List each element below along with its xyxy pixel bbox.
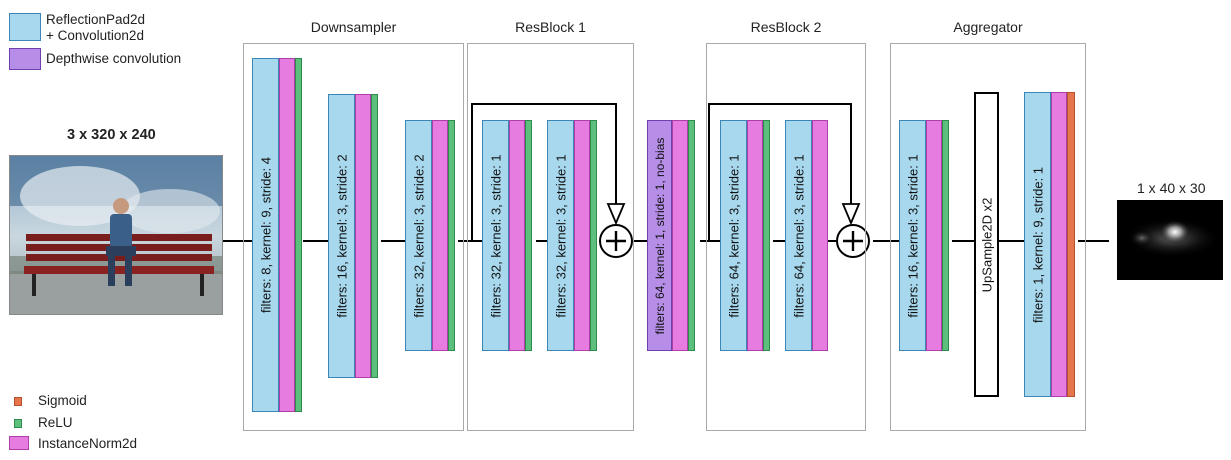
relu-block: [942, 120, 949, 351]
conv-block: filters: 32, kernel: 3, stride: 2: [405, 120, 432, 351]
instancenorm-block: [509, 120, 525, 351]
instancenorm-block: [432, 120, 448, 351]
relu-block: [763, 120, 770, 351]
input-photo: [9, 155, 223, 315]
instancenorm-block: [279, 58, 295, 412]
conv-block: filters: 64, kernel: 3, stride: 1: [720, 120, 747, 351]
legend-instancenorm-swatch: [9, 436, 29, 450]
conv-block: filters: 16, kernel: 3, stride: 1: [899, 120, 926, 351]
conv-block: filters: 32, kernel: 3, stride: 1: [547, 120, 574, 351]
legend-conv-label-line2: + Convolution2d: [46, 28, 144, 43]
output-heatmap-image: [1117, 200, 1223, 280]
depthwise-block: filters: 64, kernel: 1, stride: 1, no-bi…: [647, 120, 672, 351]
layer-d1: filters: 8, kernel: 9, stride: 4: [252, 58, 302, 412]
conv-block: filters: 16, kernel: 3, stride: 2: [328, 94, 355, 378]
group-box-resblock2: [706, 43, 866, 431]
layer-a2-label: filters: 1, kernel: 9, stride: 1: [1030, 166, 1045, 323]
group-title-aggregator: Aggregator: [953, 19, 1023, 35]
layer-r1b-label: filters: 32, kernel: 3, stride: 1: [553, 153, 568, 318]
group-box-resblock1: [467, 43, 634, 431]
layer-d2: filters: 16, kernel: 3, stride: 2: [328, 94, 378, 378]
legend-relu-label: ReLU: [38, 415, 73, 430]
group-box-aggregator: [890, 43, 1086, 431]
layer-r2b-label: filters: 64, kernel: 3, stride: 1: [791, 153, 806, 318]
conv-block: filters: 8, kernel: 9, stride: 4: [252, 58, 279, 412]
layer-r1b: filters: 32, kernel: 3, stride: 1: [547, 120, 597, 351]
conv-block: filters: 32, kernel: 3, stride: 1: [482, 120, 509, 351]
group-title-downsampler: Downsampler: [310, 19, 397, 35]
legend-depthwise-label: Depthwise convolution: [46, 51, 182, 66]
skip-arrowhead-2: [841, 203, 861, 226]
layer-dw-label: filters: 64, kernel: 1, stride: 1, no-bi…: [652, 137, 667, 334]
instancenorm-block: [574, 120, 590, 351]
layer-depthwise: filters: 64, kernel: 1, stride: 1, no-bi…: [647, 120, 695, 351]
conv-block: filters: 64, kernel: 3, stride: 1: [785, 120, 812, 351]
instancenorm-block: [672, 120, 688, 351]
legend-instancenorm-label: InstanceNorm2d: [38, 436, 138, 451]
skip-connection-2: [708, 103, 852, 241]
output-shape-label: 1 x 40 x 30: [1137, 180, 1206, 196]
add-node-2: [836, 224, 870, 258]
legend-conv-label-line1: ReflectionPad2d: [46, 12, 146, 27]
legend-sigmoid-swatch: [14, 397, 22, 406]
legend-relu-swatch: [14, 419, 22, 428]
layer-r2b: filters: 64, kernel: 3, stride: 1: [785, 120, 828, 351]
group-title-resblock1: ResBlock 1: [515, 19, 586, 35]
instancenorm-block: [1051, 92, 1067, 397]
legend-conv-swatch: [9, 13, 41, 41]
input-shape-label: 3 x 320 x 240: [67, 127, 156, 143]
add-node-1: [599, 224, 633, 258]
layer-a2: filters: 1, kernel: 9, stride: 1: [1024, 92, 1075, 397]
layer-a1: filters: 16, kernel: 3, stride: 1: [899, 120, 949, 351]
sigmoid-block: [1067, 92, 1075, 397]
layer-r1a-label: filters: 32, kernel: 3, stride: 1: [488, 153, 503, 318]
layer-r2a-label: filters: 64, kernel: 3, stride: 1: [726, 153, 741, 318]
output-heatmap: [1117, 200, 1223, 280]
conv-block: filters: 1, kernel: 9, stride: 1: [1024, 92, 1051, 397]
relu-block: [525, 120, 532, 351]
instancenorm-block: [747, 120, 763, 351]
layer-d2-label: filters: 16, kernel: 3, stride: 2: [334, 154, 349, 318]
relu-block: [448, 120, 455, 351]
instancenorm-block: [926, 120, 942, 351]
group-box-downsampler: [243, 43, 464, 431]
layer-d3: filters: 32, kernel: 3, stride: 2: [405, 120, 455, 351]
group-title-resblock2: ResBlock 2: [750, 19, 822, 35]
legend-sigmoid-label: Sigmoid: [38, 393, 87, 408]
upsample-block: UpSample2D x2: [974, 92, 999, 397]
relu-block: [590, 120, 597, 351]
instancenorm-block: [812, 120, 828, 351]
skip-connection-1: [471, 103, 617, 241]
relu-block: [295, 58, 302, 412]
layer-d1-label: filters: 8, kernel: 9, stride: 4: [258, 156, 273, 314]
layer-r2a: filters: 64, kernel: 3, stride: 1: [720, 120, 770, 351]
legend-depthwise-swatch: [9, 48, 41, 70]
relu-block: [371, 94, 378, 378]
layer-r1a: filters: 32, kernel: 3, stride: 1: [482, 120, 532, 351]
input-photo-illustration: [10, 156, 222, 314]
relu-block: [688, 120, 695, 351]
instancenorm-block: [355, 94, 371, 378]
skip-arrowhead-1: [606, 203, 626, 226]
layer-d3-label: filters: 32, kernel: 3, stride: 2: [411, 153, 426, 318]
layer-a1-label: filters: 16, kernel: 3, stride: 1: [905, 153, 920, 318]
upsample-label: UpSample2D x2: [979, 197, 994, 292]
